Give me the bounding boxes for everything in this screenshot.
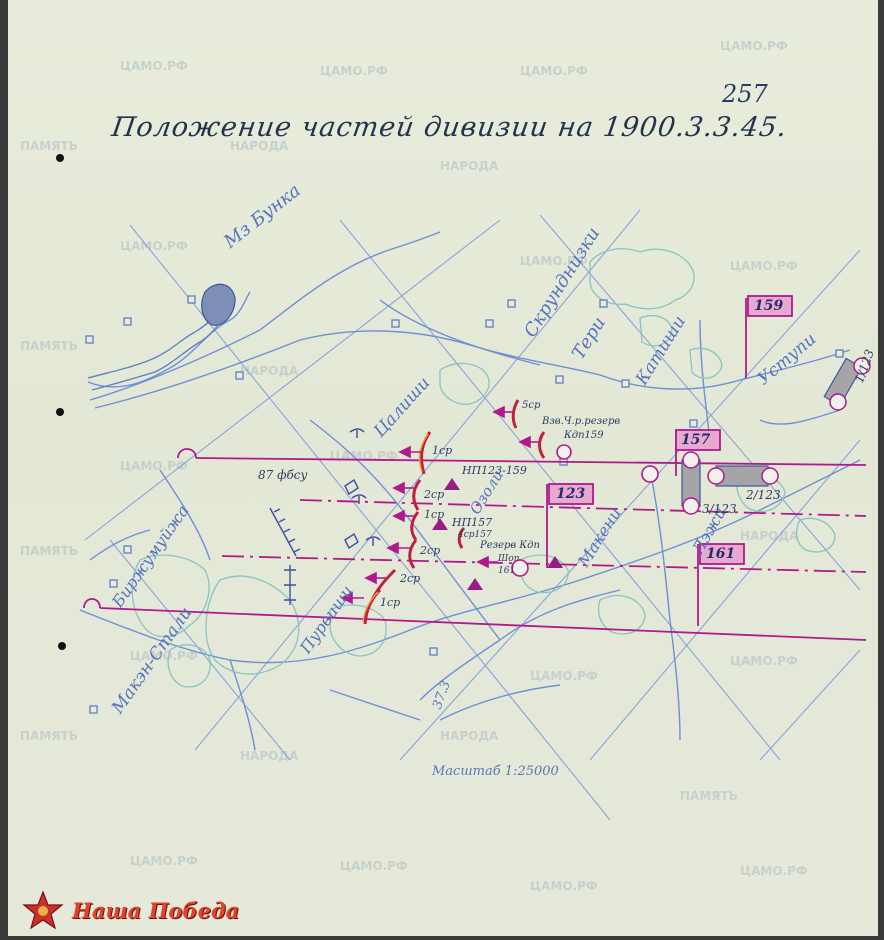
logo-text: Наша Победа (72, 898, 240, 923)
battalion-1-123 (823, 357, 871, 411)
svg-text:ЦАМО.РФ: ЦАМО.РФ (520, 254, 588, 268)
svg-text:НАРОДА: НАРОДА (440, 159, 499, 173)
svg-text:ЦАМО.РФ: ЦАМО.РФ (120, 459, 188, 473)
svg-text:ПАМЯТЬ: ПАМЯТЬ (20, 729, 78, 743)
unit-flag-123 (546, 483, 594, 568)
svg-text:НАРОДА: НАРОДА (740, 529, 799, 543)
roads (79, 231, 861, 751)
label-2sr-c: 2ср (400, 572, 421, 585)
label-1sr-mid: 1ср (424, 508, 445, 521)
lake-mz-bunka (201, 283, 236, 326)
svg-text:ПАМЯТЬ: ПАМЯТЬ (20, 139, 78, 153)
label-1sr-top: 1ср (432, 444, 453, 457)
label-2sr-b: 2ср (420, 544, 441, 557)
svg-text:ЦАМО.РФ: ЦАМО.РФ (520, 64, 588, 78)
company-positions (362, 399, 546, 625)
punch-hole (58, 642, 66, 650)
label-reserve-2: Резерв Кдп (480, 540, 540, 551)
map-scale: Масштаб 1:25000 (432, 764, 559, 779)
label-2sr-a: 2ср (424, 488, 445, 501)
unit-label-123: 123 (556, 486, 586, 502)
woods (131, 248, 836, 688)
battalion-3-123 (681, 451, 701, 515)
punch-hole (56, 408, 64, 416)
artillery-positions (269, 428, 381, 605)
unit-label-159: 159 (754, 298, 784, 314)
label-5sr: 5ср (522, 400, 541, 411)
svg-text:НАРОДА: НАРОДА (230, 139, 289, 153)
svg-text:НАРОДА: НАРОДА (440, 729, 499, 743)
front-lines (83, 448, 867, 641)
battalion-2-123 (707, 465, 779, 487)
page-number: 257 (722, 80, 768, 108)
attack-arrows (340, 405, 540, 605)
svg-text:ЦАМО.РФ: ЦАМО.РФ (130, 649, 198, 663)
unit-flag-159 (745, 295, 793, 378)
svg-text:НАРОДА: НАРОДА (240, 749, 299, 763)
svg-text:ЦАМО.РФ: ЦАМО.РФ (740, 864, 808, 878)
label-4sr-157: 4ср157 (458, 530, 492, 540)
svg-text:ЦАМО.РФ: ЦАМО.РФ (530, 879, 598, 893)
observation-posts (432, 478, 563, 590)
svg-text:ЦАМО.РФ: ЦАМО.РФ (130, 854, 198, 868)
command-post-icons (511, 444, 659, 577)
unit-flag-161 (697, 543, 745, 626)
unit-flag-157 (675, 429, 721, 476)
label-reserve-1b: Кдп159 (564, 430, 604, 441)
battalion-label-3-123: 3/123 (702, 502, 737, 516)
watermark-layer: ЦАМО.РФ ЦАМО.РФ ЦАМО.РФ ЦАМО.РФ ПАМЯТЬ Н… (20, 39, 808, 893)
svg-text:ЦАМО.РФ: ЦАМО.РФ (730, 654, 798, 668)
label-np-123-159: НП123-159 (462, 464, 527, 477)
punch-hole (56, 154, 64, 162)
svg-text:ЦАМО.РФ: ЦАМО.РФ (340, 859, 408, 873)
label-reserve-1: Взв.Ч.р.резерв (542, 416, 621, 427)
svg-text:ЦАМО.РФ: ЦАМО.РФ (320, 64, 388, 78)
svg-text:ПАМЯТЬ: ПАМЯТЬ (20, 544, 78, 558)
svg-text:ЦАМО.РФ: ЦАМО.РФ (120, 239, 188, 253)
site-logo: Наша Победа (20, 890, 290, 930)
label-87-fbsu: 87 фбсу (258, 468, 308, 482)
svg-text:ПАМЯТЬ: ПАМЯТЬ (680, 789, 738, 803)
svg-text:ЦАМО.РФ: ЦАМО.РФ (530, 669, 598, 683)
battalion-label-2-123: 2/123 (746, 488, 781, 502)
svg-text:ПАМЯТЬ: ПАМЯТЬ (20, 339, 78, 353)
svg-text:НАРОДА: НАРОДА (240, 364, 299, 378)
label-reserve-2c: 161 (498, 566, 516, 576)
unit-label-161: 161 (706, 546, 736, 562)
svg-text:ЦАМО.РФ: ЦАМО.РФ (120, 59, 188, 73)
label-reserve-2b: Шоп (498, 554, 520, 564)
svg-text:ЦАМО.РФ: ЦАМО.РФ (730, 259, 798, 273)
unit-label-157: 157 (681, 432, 711, 448)
label-1sr-bot: 1ср (380, 596, 401, 609)
map-title: Положение частей дивизии на 1900.3.3.45. (109, 112, 790, 143)
order-star-icon (22, 890, 64, 930)
label-np-157: НП157 (452, 516, 493, 529)
svg-text:ЦАМО.РФ: ЦАМО.РФ (720, 39, 788, 53)
